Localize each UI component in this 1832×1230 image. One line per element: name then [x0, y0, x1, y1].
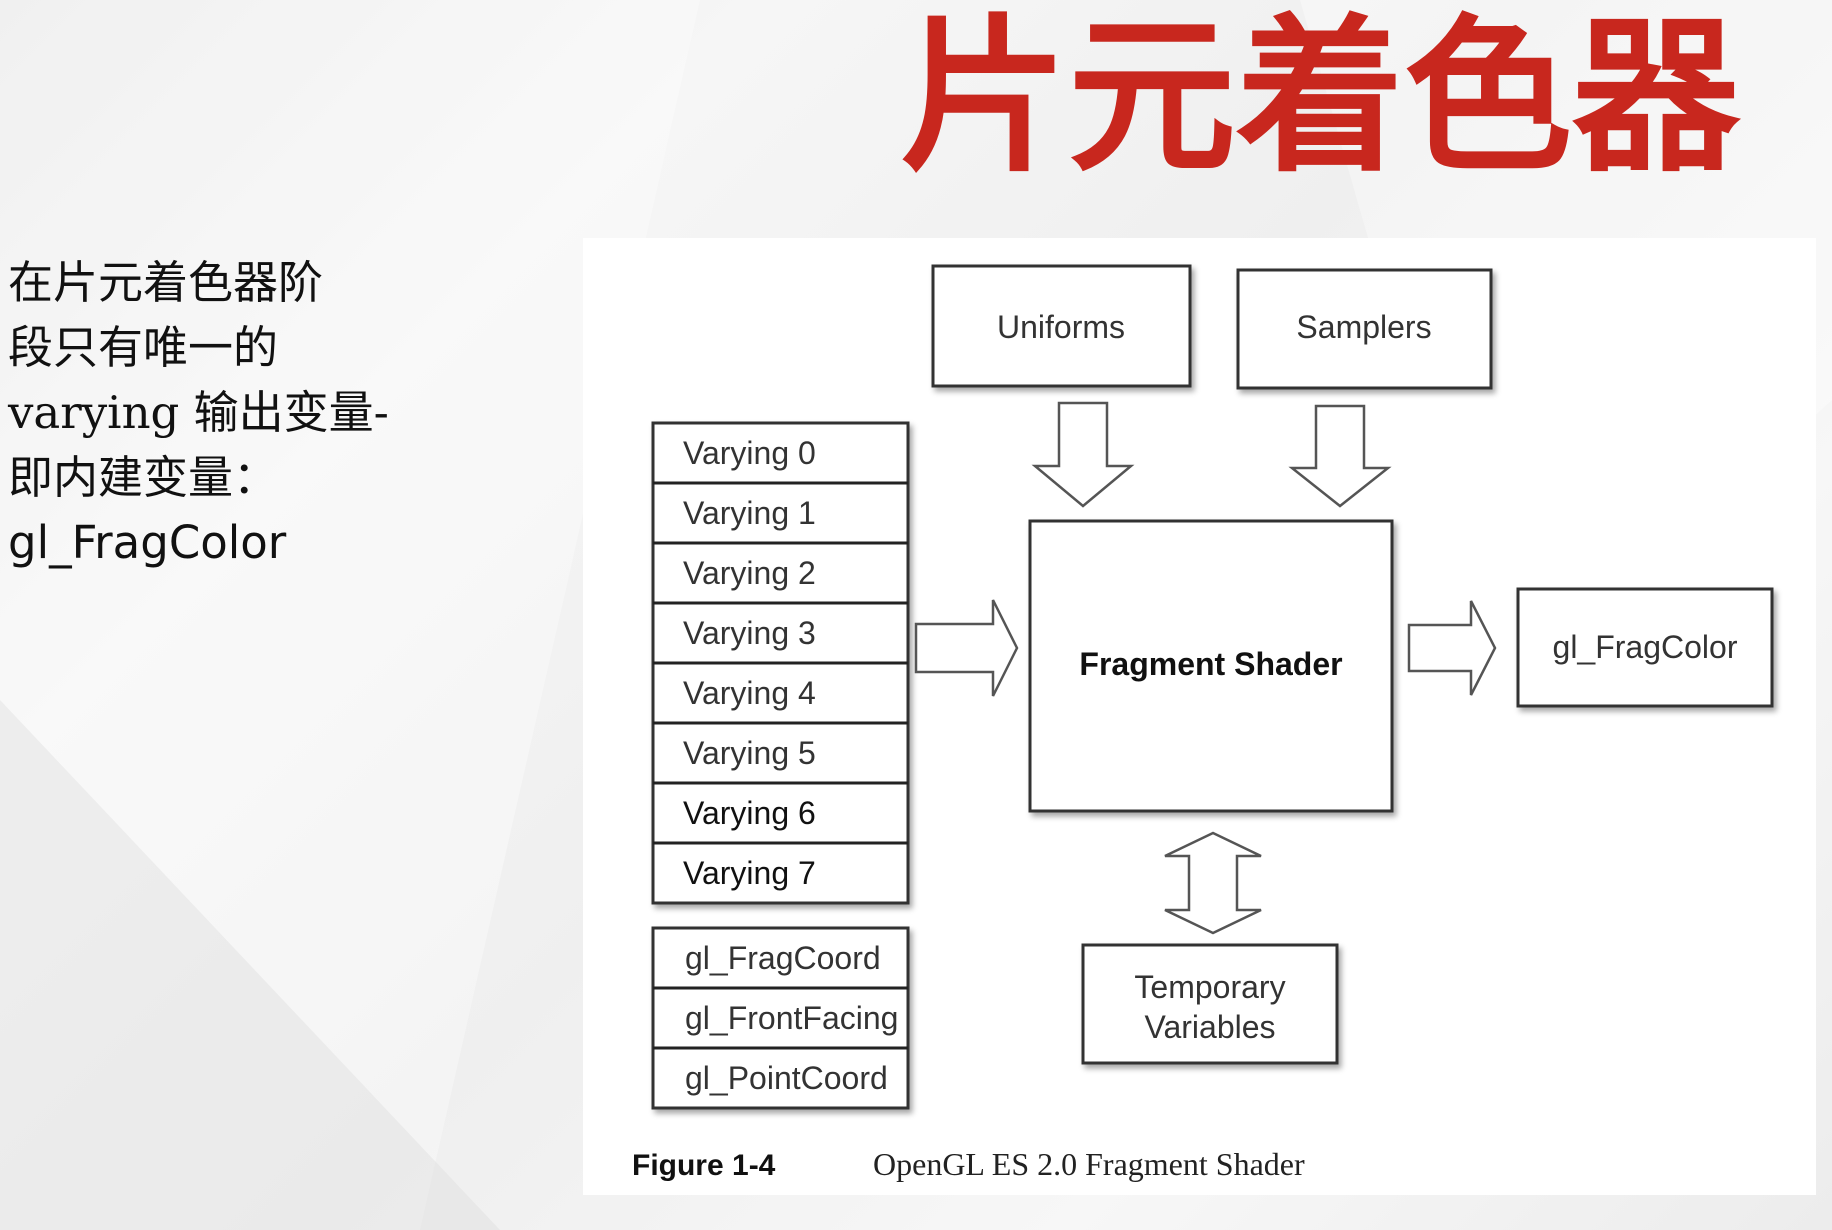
description-line: 在片元着色器阶: [8, 256, 324, 309]
description-line: varying 输出变量-: [8, 386, 389, 439]
figure-number: Figure 1-4: [632, 1149, 776, 1182]
varying-item: Varying 7: [683, 855, 816, 891]
description-line: 段只有唯一的: [8, 321, 279, 374]
output-right-arrow: [1407, 600, 1497, 696]
output-box: gl_FragColor: [1516, 587, 1774, 708]
fragment-shader-figure: Uniforms Samplers Varying 0 Varying 1 Va…: [583, 238, 1816, 1195]
varying-item: Varying 2: [683, 555, 816, 591]
varying-item: Varying 0: [683, 435, 816, 471]
uniforms-down-arrow: [1031, 401, 1135, 508]
samplers-down-arrow: [1288, 404, 1392, 508]
varying-item: Varying 1: [683, 495, 816, 531]
builtin-item: gl_FragCoord: [685, 940, 881, 976]
samplers-box: Samplers: [1236, 268, 1493, 390]
builtin-inputs-list: gl_FragCoord gl_FrontFacing gl_PointCoor…: [651, 926, 910, 1110]
temporary-label-line1: Temporary: [1134, 969, 1285, 1005]
samplers-label: Samplers: [1296, 309, 1431, 345]
varying-item: Varying 4: [683, 675, 816, 711]
fragment-shader-label: Fragment Shader: [1079, 646, 1342, 682]
output-label: gl_FragColor: [1553, 629, 1738, 665]
varying-item: Varying 3: [683, 615, 816, 651]
builtin-item: gl_PointCoord: [685, 1060, 888, 1096]
varying-item: Varying 6: [683, 795, 816, 831]
fragment-shader-box: Fragment Shader: [1028, 519, 1394, 813]
description-line: gl_FragColor: [8, 516, 287, 569]
uniforms-label: Uniforms: [997, 309, 1125, 345]
page-title: 片元着色器: [900, 0, 1740, 195]
description-line: 即内建变量：: [8, 451, 279, 504]
input-right-arrow: [914, 599, 1019, 697]
temporary-label-line2: Variables: [1144, 1009, 1275, 1045]
uniforms-box: Uniforms: [931, 264, 1192, 388]
fragment-shader-diagram: Uniforms Samplers Varying 0 Varying 1 Va…: [632, 264, 1774, 1182]
varying-list: Varying 0 Varying 1 Varying 2 Varying 3 …: [651, 421, 910, 905]
figure-caption: OpenGL ES 2.0 Fragment Shader: [873, 1146, 1305, 1182]
builtin-item: gl_FrontFacing: [685, 1000, 898, 1036]
varying-item: Varying 5: [683, 735, 816, 771]
temporary-double-arrow: [1164, 831, 1262, 935]
temporary-variables-box: Temporary Variables: [1081, 943, 1339, 1065]
description-text: 在片元着色器阶 段只有唯一的 varying 输出变量- 即内建变量： gl_F…: [8, 250, 428, 575]
